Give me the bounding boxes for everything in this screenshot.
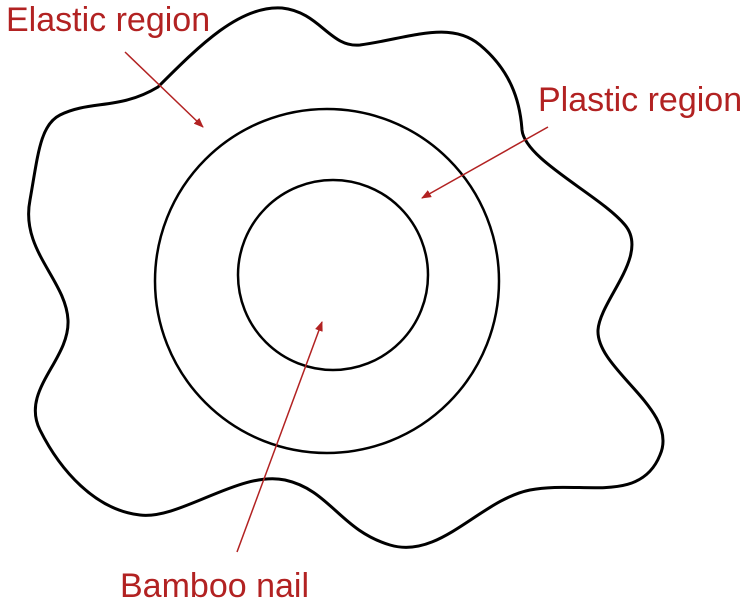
elastic-region-label: Elastic region	[6, 1, 210, 39]
bamboo-nail-arrow	[236, 321, 323, 553]
bamboo-nail	[236, 178, 430, 372]
elastic-region-boundary	[27, 6, 665, 549]
plastic-region-label: Plastic region	[538, 81, 742, 119]
plastic-region-arrow	[421, 126, 549, 199]
elastic-region-arrow	[124, 51, 204, 128]
bamboo-nail-label: Bamboo nail	[120, 567, 309, 605]
plastic-region-boundary	[153, 107, 501, 455]
